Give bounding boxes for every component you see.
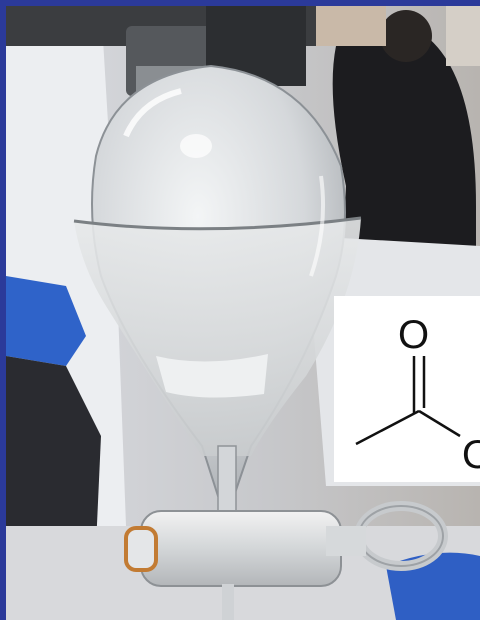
- oxygen-right-label: O: [462, 433, 480, 477]
- ester-bond: [418, 409, 461, 438]
- molecule-structure-inset: O O: [334, 296, 480, 482]
- methyl-bond: [355, 409, 420, 446]
- oxygen-top-label: O: [398, 313, 429, 357]
